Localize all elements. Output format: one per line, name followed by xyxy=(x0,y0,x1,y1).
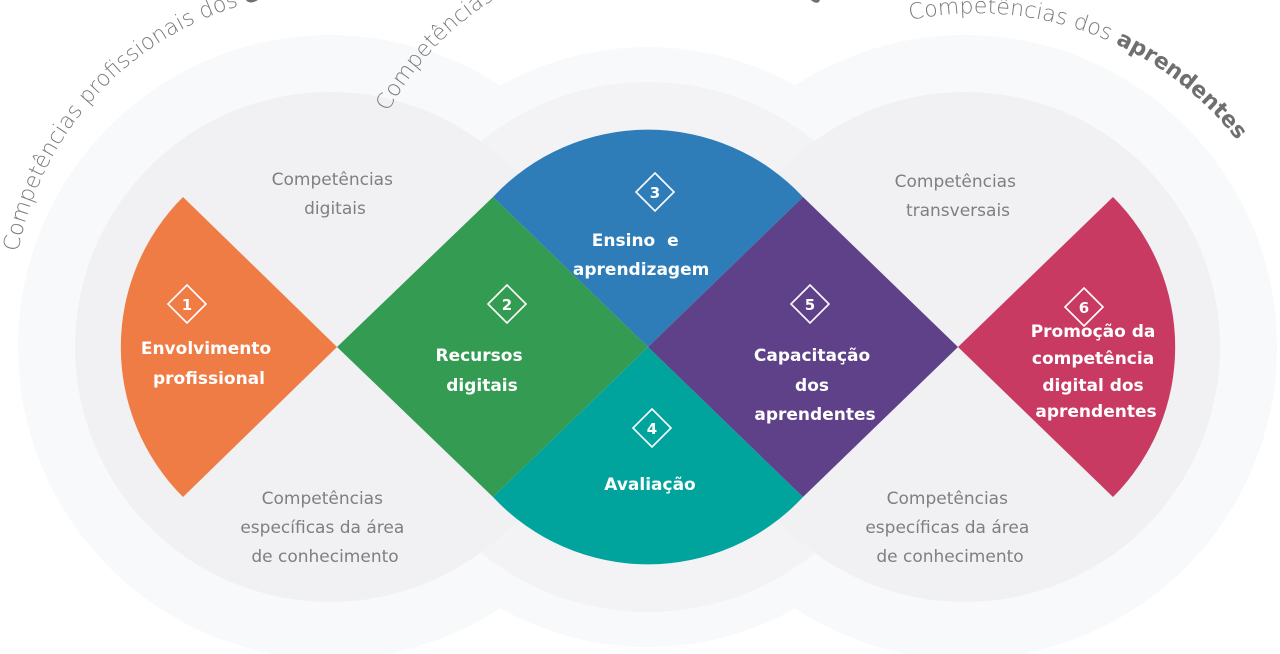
area-3-shape[interactable] xyxy=(493,129,803,347)
area-number: 5 xyxy=(805,296,815,314)
area-number: 1 xyxy=(182,296,192,314)
area-6-label: Promoção da competência digital dos apre… xyxy=(1031,322,1162,422)
area-number: 6 xyxy=(1079,299,1089,317)
area-2-badge: 2 xyxy=(486,283,528,325)
area-6-badge: 6 xyxy=(1063,286,1105,328)
area-4-shape[interactable] xyxy=(493,347,803,565)
area-3-label: Ensino e aprendizagem xyxy=(0,0,727,280)
sub-label-digital: Competências digitais xyxy=(272,170,399,219)
diamond-number-icon xyxy=(166,283,208,325)
area-number: 3 xyxy=(650,184,660,202)
area-3-badge: 3 xyxy=(634,171,676,213)
diamond-number-icon xyxy=(486,283,528,325)
diamond-number-icon xyxy=(634,171,676,213)
sub-label-specific-right: Competências específicas da área de conh… xyxy=(865,489,1034,567)
diamond-number-icon xyxy=(789,283,831,325)
area-5-label: Capacitação dos aprendentes xyxy=(754,346,876,425)
area-1-shape[interactable] xyxy=(120,197,338,497)
areas xyxy=(120,129,1176,565)
area-1-label: Envolvimento profissional xyxy=(141,339,277,389)
sub-label-specific-left: Competências específicas da área de conh… xyxy=(240,489,409,567)
area-2-shape[interactable] xyxy=(337,197,648,497)
area-number: 4 xyxy=(647,420,657,438)
diamond-number-icon xyxy=(1063,286,1105,328)
area-5-badge: 5 xyxy=(789,283,831,325)
diamond-number-icon xyxy=(631,407,673,449)
area-5-shape[interactable] xyxy=(648,197,958,497)
area-1-badge: 1 xyxy=(166,283,208,325)
sub-label-transversal: Competências transversais xyxy=(895,172,1022,221)
area-6-shape[interactable] xyxy=(958,197,1176,497)
area-number: 2 xyxy=(502,296,512,314)
area-4-label: Avaliação xyxy=(604,475,695,495)
area-2-label: Recursos digitais xyxy=(435,346,528,396)
area-4-badge: 4 xyxy=(631,407,673,449)
